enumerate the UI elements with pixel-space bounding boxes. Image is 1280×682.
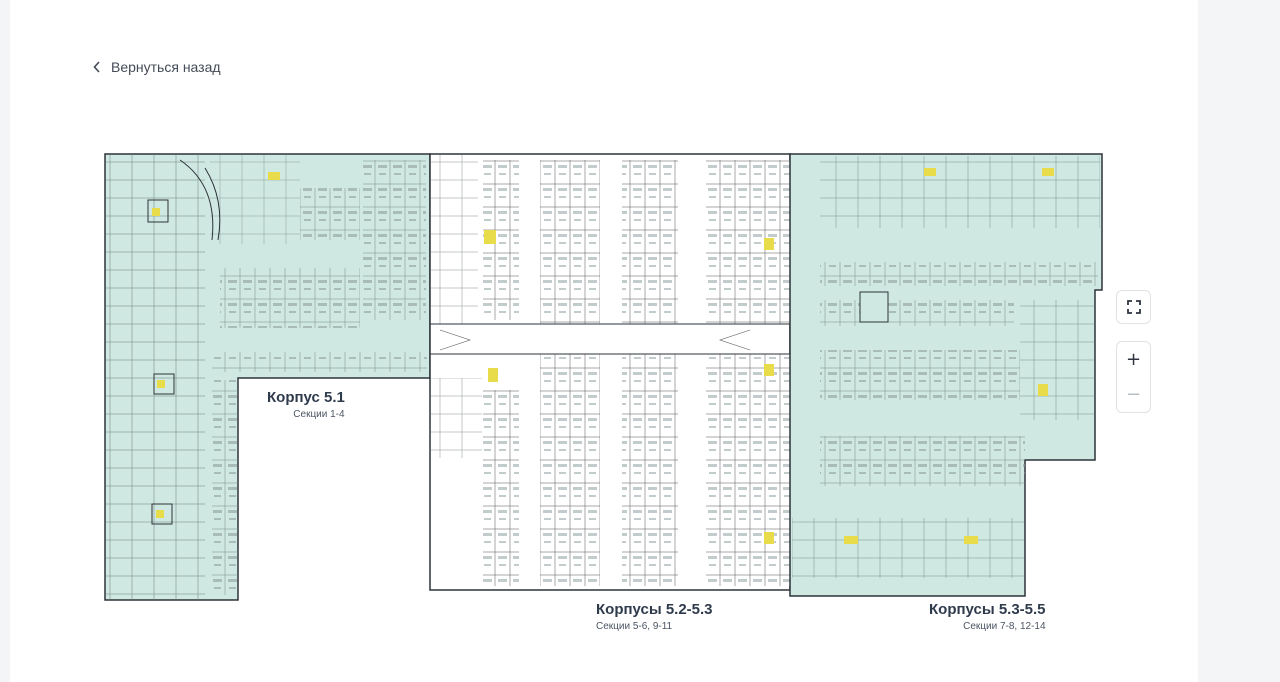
building-label-5-3: Корпусы 5.3-5.5 Секции 7-8, 12-14 (929, 601, 1046, 632)
zoom-in-button[interactable]: + (1125, 349, 1142, 370)
building-5-3-zone[interactable] (789, 153, 1103, 597)
chevron-left-icon (93, 61, 100, 73)
building-sections: Секции 1-4 (293, 409, 345, 420)
building-sections: Секции 7-8, 12-14 (963, 621, 1046, 632)
building-title: Корпус 5.1 (267, 389, 345, 406)
fullscreen-icon (1126, 300, 1141, 314)
building-sections: Секции 5-6, 9-11 (596, 621, 673, 632)
building-label-5-2: Корпусы 5.2-5.3 Секции 5-6, 9-11 (596, 601, 713, 632)
zoom-out-button[interactable]: − (1125, 384, 1142, 405)
building-title: Корпусы 5.3-5.5 (929, 601, 1046, 618)
building-5-1-zone[interactable] (104, 153, 431, 601)
back-link[interactable]: Вернуться назад (93, 59, 221, 75)
back-link-label: Вернуться назад (111, 59, 221, 75)
fullscreen-button[interactable] (1116, 290, 1151, 324)
zoom-controls: + − (1116, 341, 1151, 413)
building-5-2-zone[interactable] (429, 153, 791, 591)
building-label-5-1: Корпус 5.1 Секции 1-4 (267, 389, 345, 420)
building-title: Корпусы 5.2-5.3 (596, 601, 713, 618)
stair-icon (152, 208, 160, 216)
